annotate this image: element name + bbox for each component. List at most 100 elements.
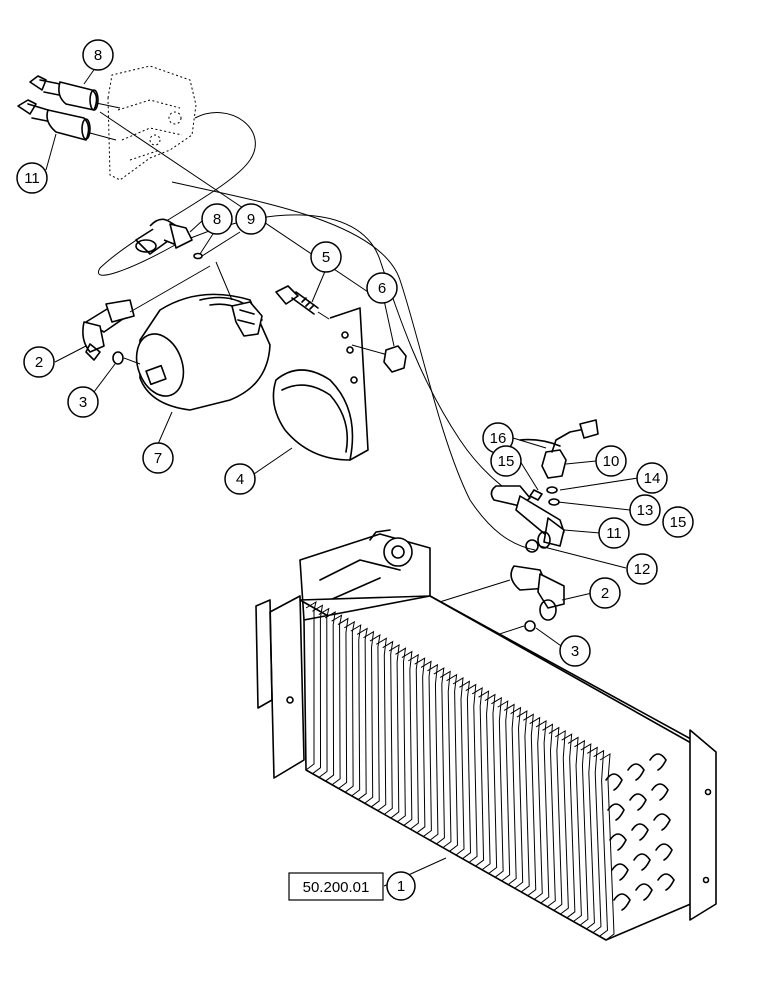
- bolt-5: [275, 285, 319, 315]
- fin: [567, 736, 582, 922]
- expansion-valve-lines: [490, 485, 565, 549]
- fin: [548, 726, 563, 911]
- callout-8-mid: 8: [201, 203, 233, 235]
- fin: [561, 733, 576, 919]
- fin: [484, 693, 498, 874]
- fin: [478, 690, 491, 871]
- fin: [529, 716, 543, 900]
- svg-text:3: 3: [79, 394, 87, 411]
- callout-2-right: 2: [589, 577, 621, 609]
- switch-10: [519, 419, 599, 479]
- callout-5: 5: [310, 241, 342, 273]
- fin: [414, 657, 426, 834]
- fin: [420, 660, 432, 837]
- fin: [324, 610, 336, 782]
- svg-text:13: 13: [637, 502, 654, 519]
- callout-11-right: 11: [598, 517, 630, 549]
- svg-text:11: 11: [606, 525, 622, 542]
- o-ring-13: [548, 498, 560, 506]
- svg-text:3: 3: [571, 643, 579, 660]
- fin: [439, 670, 452, 849]
- svg-text:8: 8: [213, 211, 221, 228]
- callout-2-left: 2: [23, 346, 55, 378]
- fin: [356, 627, 368, 800]
- callout-15-upper: 15: [490, 445, 522, 477]
- fin: [491, 696, 504, 878]
- elbow-fitting-2-left: [82, 299, 135, 361]
- tube-bend: [649, 753, 667, 771]
- callout-4: 4: [224, 463, 256, 495]
- fin: [535, 720, 550, 904]
- fin: [452, 677, 465, 856]
- fin: [555, 729, 569, 915]
- tube-bend: [613, 893, 631, 911]
- fin: [599, 753, 615, 941]
- o-ring-3-right: [524, 620, 536, 632]
- fin: [465, 683, 478, 863]
- fin: [433, 667, 445, 845]
- reference-box[interactable]: 50.200.01: [288, 872, 384, 901]
- fin: [363, 630, 375, 804]
- tube-bend: [609, 833, 627, 851]
- fin: [510, 706, 524, 889]
- svg-text:6: 6: [378, 280, 386, 297]
- fin: [401, 650, 413, 826]
- mounting-plate: [107, 65, 197, 181]
- fin: [516, 710, 530, 893]
- fin: [497, 700, 511, 882]
- reference-label: 50.200.01: [303, 879, 370, 896]
- svg-text:2: 2: [601, 585, 609, 602]
- svg-text:7: 7: [154, 450, 162, 467]
- svg-text:16: 16: [490, 430, 507, 447]
- fin: [586, 746, 602, 934]
- tube-bend: [653, 813, 671, 831]
- fin: [344, 620, 356, 793]
- tube-bend: [631, 823, 649, 841]
- fin: [382, 640, 394, 815]
- tube-bend: [627, 763, 645, 781]
- fin: [350, 624, 362, 797]
- callout-11-top: 11: [16, 162, 48, 194]
- tube-bend: [635, 883, 653, 901]
- svg-text:15: 15: [670, 514, 687, 531]
- svg-text:2: 2: [35, 354, 43, 371]
- tube-bend: [655, 843, 673, 861]
- fin: [580, 743, 595, 930]
- bracket-4: [272, 307, 369, 461]
- fin: [542, 723, 556, 908]
- fin: [427, 663, 439, 841]
- fin: [446, 673, 458, 852]
- o-ring-9: [193, 252, 203, 260]
- fin: [593, 749, 608, 937]
- svg-text:1: 1: [397, 878, 405, 895]
- callout-14: 14: [636, 462, 668, 494]
- callout-3-right: 3: [559, 635, 591, 667]
- evaporator-core-1: [255, 529, 717, 941]
- svg-text:14: 14: [644, 470, 661, 487]
- tube-bend: [605, 773, 623, 791]
- hose-end-upper: [29, 75, 99, 111]
- callout-13: 13: [629, 494, 661, 526]
- fin: [408, 653, 419, 830]
- svg-text:12: 12: [634, 561, 651, 578]
- tube-bend: [657, 873, 675, 891]
- callout-7: 7: [142, 442, 174, 474]
- o-ring-14: [546, 486, 558, 494]
- hose-end-lower: [17, 99, 91, 141]
- fin: [388, 644, 400, 819]
- fin: [503, 703, 517, 885]
- fin: [369, 634, 381, 808]
- callout-8-top: 8: [82, 39, 114, 71]
- svg-text:4: 4: [236, 471, 244, 488]
- receiver-drier-7: [135, 293, 271, 411]
- fin: [574, 739, 589, 926]
- fin: [312, 604, 324, 775]
- tube-bend: [633, 853, 651, 871]
- svg-text:11: 11: [24, 170, 40, 187]
- callout-15-lower: 15: [662, 506, 694, 538]
- callout-1: 1: [386, 871, 416, 901]
- svg-text:9: 9: [247, 211, 255, 228]
- fin: [523, 713, 537, 897]
- svg-text:10: 10: [603, 453, 620, 470]
